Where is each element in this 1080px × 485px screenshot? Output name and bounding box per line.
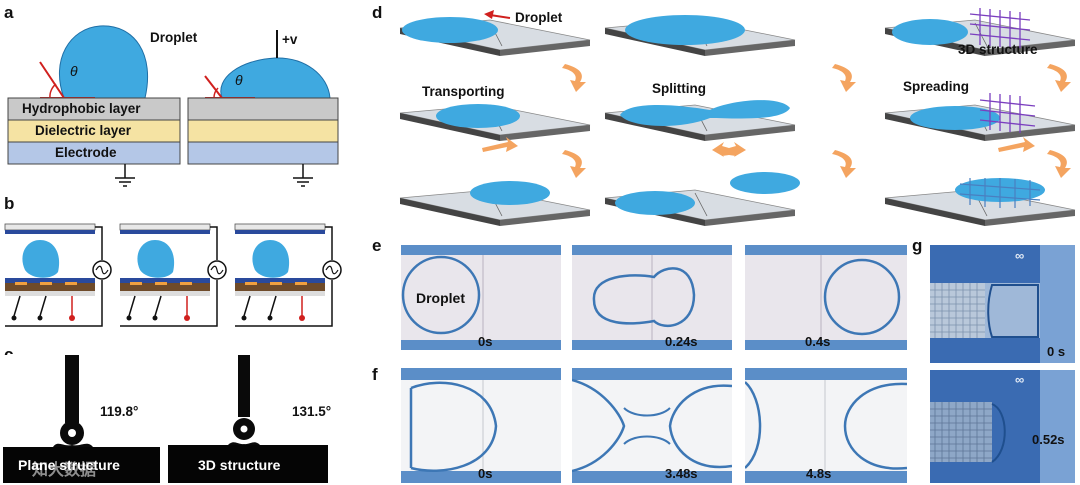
g-mark-1: ∞: [1015, 372, 1025, 387]
panel-f-label: f: [372, 365, 378, 384]
caption-plane-structure: Plane structure: [18, 457, 120, 473]
panel-b-label: b: [4, 194, 15, 213]
photo-e-0: [401, 245, 561, 350]
panel-a-theta-left: θ: [70, 63, 78, 79]
label-spreading: Spreading: [903, 79, 970, 94]
panel-a-diagram: [0, 0, 345, 195]
label-transporting: Transporting: [422, 84, 505, 99]
panel-c-label: c: [4, 346, 13, 363]
time-g-0: 0 s: [1047, 344, 1066, 359]
photo-g-1: [930, 370, 1075, 483]
panel-a-voltage: +v: [282, 32, 298, 47]
time-f-1: 3.48s: [665, 466, 698, 481]
watermark-text: 知大数据: [32, 462, 97, 479]
photo-f-1: [572, 368, 732, 483]
contact-angle-3d: 131.5°: [292, 404, 332, 419]
panel-a-theta-right: θ: [235, 72, 243, 88]
photo-e-1: [572, 245, 732, 350]
panel-e-label: e: [372, 236, 382, 255]
panel-d-3d-structure: 3D structure: [958, 42, 1038, 57]
panel-a-droplet-label: Droplet: [150, 30, 198, 45]
time-e-0: 0s: [478, 334, 493, 349]
time-f-2: 4.8s: [806, 466, 832, 481]
contact-angle-plane: 119.8°: [100, 404, 139, 419]
photo-f-2: [745, 368, 907, 483]
panel-d-diagram: [390, 0, 1080, 235]
panel-d-droplet-label: Droplet: [515, 10, 563, 25]
photo-f-0: [401, 368, 561, 483]
photo-g-0: [930, 245, 1075, 363]
time-g-1: 0.52s: [1032, 432, 1065, 447]
label-splitting: Splitting: [652, 81, 706, 96]
time-e-2: 0.4s: [805, 334, 831, 349]
photo-plane-structure: [3, 355, 160, 483]
time-e-1: 0.24s: [665, 334, 698, 349]
layer-electrode: Electrode: [55, 145, 117, 160]
panel-e-droplet-label: Droplet: [416, 290, 465, 306]
layer-dielectric: Dielectric layer: [35, 123, 132, 138]
caption-3d-structure: 3D structure: [198, 457, 281, 473]
photo-3d-structure: [168, 355, 328, 483]
panel-d-label: d: [372, 3, 383, 22]
photo-e-2: [745, 245, 907, 350]
g-mark-0: ∞: [1015, 248, 1025, 263]
panel-g-label: g: [912, 236, 923, 255]
panel-b-diagram: [0, 210, 360, 340]
time-f-0: 0s: [478, 466, 493, 481]
layer-hydrophobic: Hydrophobic layer: [22, 101, 141, 116]
panel-a-label: a: [4, 3, 14, 22]
